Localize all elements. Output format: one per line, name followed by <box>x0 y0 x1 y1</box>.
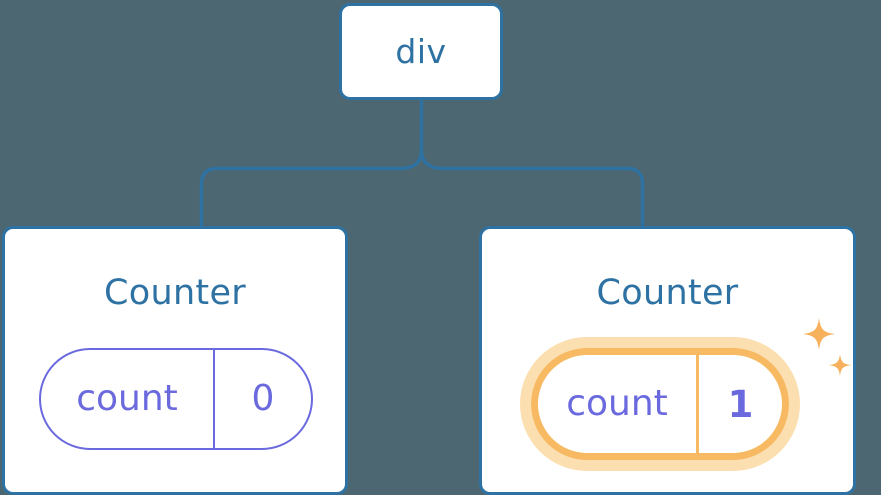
edge-to-left-child <box>199 148 424 228</box>
state-pill-right-key: count <box>566 383 668 424</box>
node-counter-right-title: Counter <box>596 273 739 313</box>
state-pill-left-key: count <box>76 378 178 419</box>
node-div-label: div <box>395 32 447 71</box>
state-pill-right-value: 1 <box>696 355 782 453</box>
state-pill-left-wrapper: count 0 <box>39 348 313 450</box>
state-pill-left[interactable]: count 0 <box>39 348 313 450</box>
edge-to-right-child <box>419 148 645 228</box>
node-counter-left-title: Counter <box>104 273 246 313</box>
state-pill-right-wrapper: count 1 <box>520 337 800 471</box>
state-pill-right-glow <box>520 337 800 471</box>
state-pill-left-value: 0 <box>213 350 311 448</box>
state-pill-right[interactable]: count 1 <box>531 348 789 460</box>
node-div[interactable]: div <box>339 3 503 100</box>
